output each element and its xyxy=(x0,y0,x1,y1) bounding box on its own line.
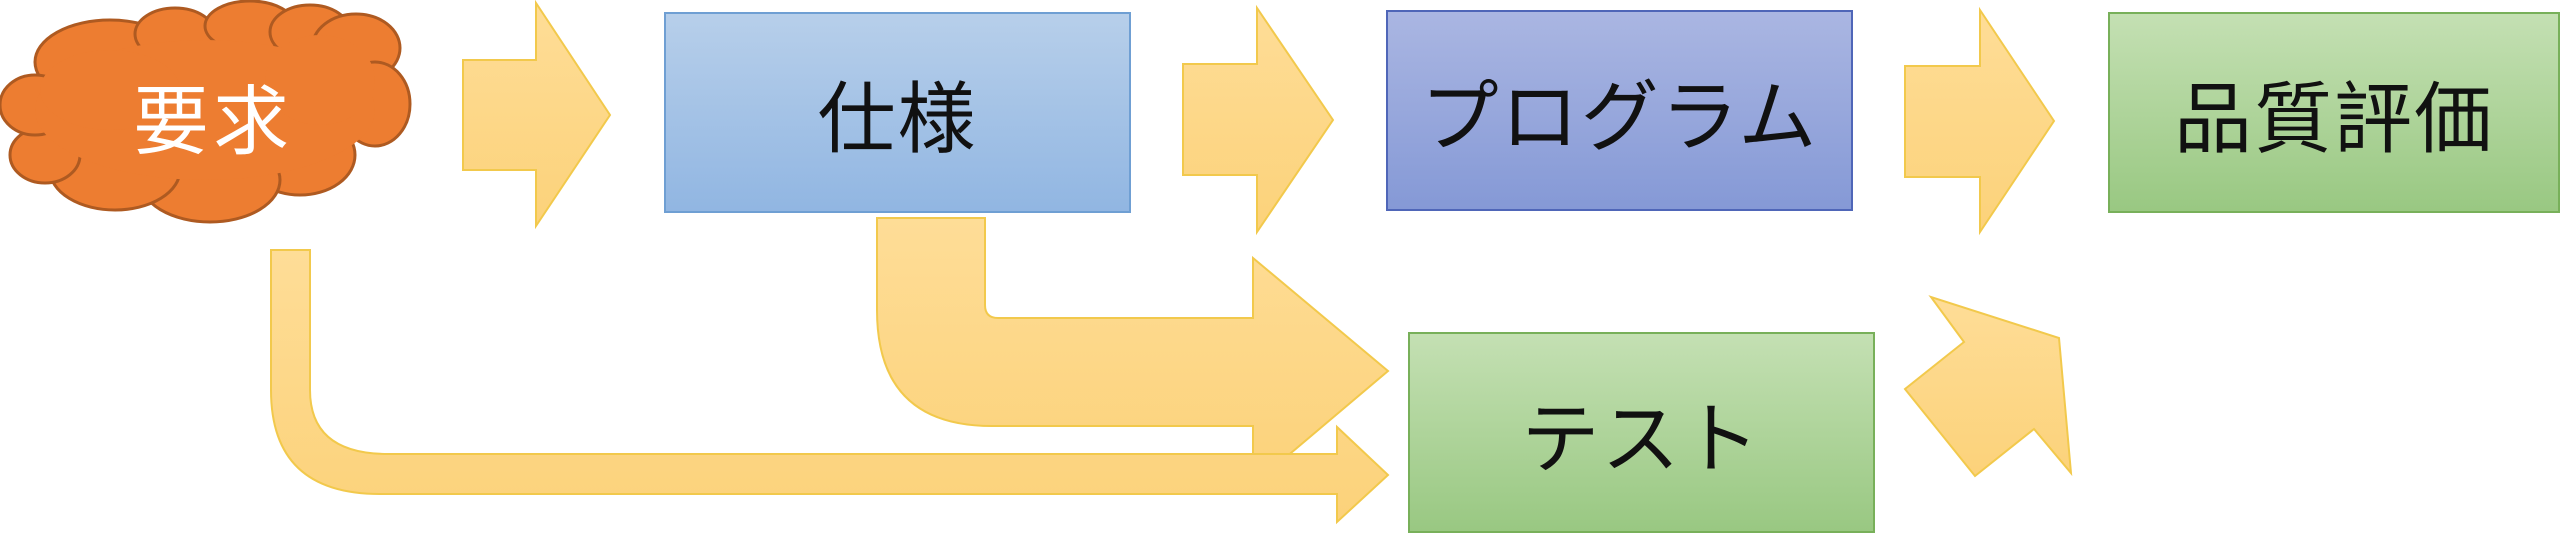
arrow-specification-to-program xyxy=(1182,4,1335,236)
program-box: プログラム xyxy=(1386,10,1853,211)
arrow-program-to-quality xyxy=(1904,6,2056,236)
arrow-requirement-to-specification xyxy=(462,0,612,230)
specification-label: 仕様 xyxy=(817,74,978,165)
specification-box: 仕様 xyxy=(664,12,1131,213)
requirement-label: 要求 xyxy=(133,77,293,166)
arrow-test-to-quality xyxy=(1903,295,2073,478)
requirement-cloud xyxy=(0,0,412,224)
test-label: テスト xyxy=(1521,394,1762,485)
quality-evaluation-box: 品質評価 xyxy=(2108,12,2560,213)
test-box: テスト xyxy=(1408,332,1875,533)
arrow-specification-to-test xyxy=(876,217,1390,488)
program-label: プログラム xyxy=(1420,72,1819,163)
quality-evaluation-label: 品質評価 xyxy=(2173,74,2494,165)
arrow-requirement-to-test xyxy=(270,249,1390,525)
